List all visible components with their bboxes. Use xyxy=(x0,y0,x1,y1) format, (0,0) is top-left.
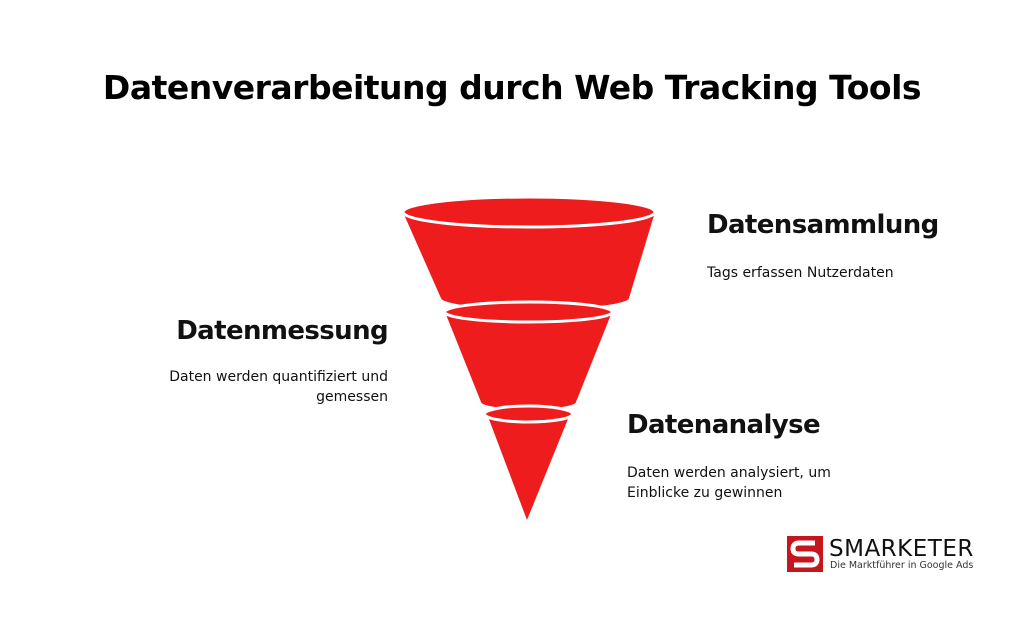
logo-name: SMARKETER xyxy=(829,536,974,562)
funnel-segment-datenmessung xyxy=(443,300,614,409)
page-title: Datenverarbeitung durch Web Tracking Too… xyxy=(102,68,922,107)
logo-tagline: Die Marktführer in Google Ads xyxy=(830,560,974,571)
stage-description-datensammlung: Tags erfassen Nutzerdaten xyxy=(707,265,894,281)
funnel-segment-datensammlung xyxy=(401,195,657,309)
stage-heading-datenanalyse: Datenanalyse xyxy=(627,410,821,440)
stage-description-datenanalyse: Daten werden analysiert, um Einblicke zu… xyxy=(627,465,831,501)
stage-heading-datensammlung: Datensammlung xyxy=(707,210,939,240)
funnel-diagram xyxy=(401,195,657,520)
smarketer-s-logo-icon xyxy=(787,536,823,572)
smarketer-logo: SMARKETER Die Marktführer in Google Ads xyxy=(787,536,987,576)
funnel-segment-datenanalyse xyxy=(483,404,574,520)
stage-heading-datenmessung: Datenmessung xyxy=(176,316,388,346)
stage-description-datenmessung: Daten werden quantifiziert und gemessen xyxy=(169,369,388,405)
